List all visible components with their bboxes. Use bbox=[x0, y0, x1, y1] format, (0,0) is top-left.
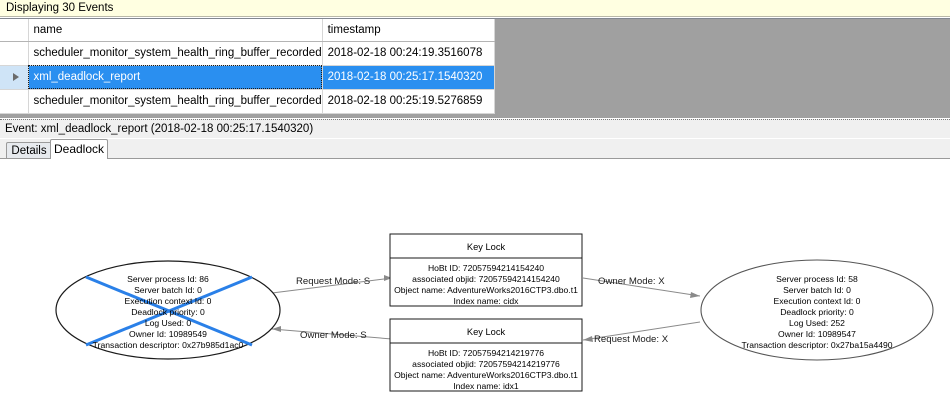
process-right-line-4: Log Used: 252 bbox=[789, 318, 845, 328]
key-lock-top-line-2: Object name: AdventureWorks2016CTP3.dbo.… bbox=[394, 285, 578, 295]
displaying-events-banner: Displaying 30 Events bbox=[0, 0, 950, 17]
victim-cross-line-b bbox=[85, 275, 253, 347]
cell-name[interactable]: scheduler_monitor_system_health_ring_buf… bbox=[28, 41, 323, 66]
edge-label-left-owner: Owner Mode: S bbox=[300, 330, 367, 341]
key-lock-bottom-title: Key Lock bbox=[467, 327, 506, 337]
events-grid[interactable]: name timestamp scheduler_monitor_system_… bbox=[0, 18, 950, 118]
resource-node-key-lock-top[interactable]: Key Lock HoBt ID: 72057594214154240 asso… bbox=[389, 233, 583, 307]
process-right-line-5: Owner Id: 10989547 bbox=[778, 329, 856, 339]
key-lock-top-line-1: associated objid: 72057594214154240 bbox=[412, 274, 560, 284]
process-right-line-3: Deadlock priority: 0 bbox=[780, 307, 854, 317]
edge-right-request bbox=[582, 321, 701, 342]
key-lock-top-body-box bbox=[389, 257, 583, 307]
edge-label-right-owner: Owner Mode: X bbox=[598, 276, 665, 287]
events-table[interactable]: name timestamp scheduler_monitor_system_… bbox=[0, 19, 495, 114]
column-header-selector bbox=[0, 19, 29, 42]
process-left-line-4: Log Used: 0 bbox=[145, 318, 192, 328]
row-selector-cell-current[interactable] bbox=[0, 65, 29, 90]
tab-deadlock[interactable]: Deadlock bbox=[50, 139, 108, 159]
row-selector-cell[interactable] bbox=[0, 89, 29, 114]
process-node-left[interactable]: Server process Id: 86 Server batch Id: 0… bbox=[55, 260, 281, 360]
process-left-line-3: Deadlock priority: 0 bbox=[131, 307, 205, 317]
edge-left-owner bbox=[271, 326, 393, 340]
process-ellipse-right[interactable] bbox=[700, 259, 934, 361]
key-lock-bottom-line-3: Index name: idx1 bbox=[453, 381, 519, 391]
edge-right-owner bbox=[582, 277, 701, 298]
cell-name[interactable]: scheduler_monitor_system_health_ring_buf… bbox=[28, 89, 323, 114]
table-row[interactable]: scheduler_monitor_system_health_ring_buf… bbox=[0, 89, 495, 114]
edge-left-request bbox=[271, 275, 393, 294]
key-lock-top-line-3: Index name: cidx bbox=[454, 296, 520, 306]
table-row-selected[interactable]: xml_deadlock_report 2018-02-18 00:25:17.… bbox=[0, 65, 495, 90]
key-lock-bottom-line-1: associated objid: 72057594214219776 bbox=[412, 359, 560, 369]
cell-name[interactable]: xml_deadlock_report bbox=[28, 65, 323, 90]
table-row[interactable]: scheduler_monitor_system_health_ring_buf… bbox=[0, 41, 495, 66]
key-lock-top-title: Key Lock bbox=[467, 242, 506, 252]
key-lock-top-line-0: HoBt ID: 72057594214154240 bbox=[428, 263, 544, 273]
process-right-line-0: Server process Id: 58 bbox=[776, 274, 858, 284]
resource-node-key-lock-bottom[interactable]: Key Lock HoBt ID: 72057594214219776 asso… bbox=[389, 318, 583, 392]
column-header-timestamp[interactable]: timestamp bbox=[322, 19, 495, 42]
key-lock-bottom-body-box bbox=[389, 342, 583, 392]
key-lock-bottom-line-2: Object name: AdventureWorks2016CTP3.dbo.… bbox=[394, 370, 578, 380]
cell-timestamp[interactable]: 2018-02-18 00:24:19.3516078 bbox=[322, 41, 495, 66]
key-lock-bottom-line-0: HoBt ID: 72057594214219776 bbox=[428, 348, 544, 358]
cell-timestamp[interactable]: 2018-02-18 00:25:19.5276859 bbox=[322, 89, 495, 114]
cell-timestamp[interactable]: 2018-02-18 00:25:17.1540320 bbox=[322, 65, 495, 90]
edge-label-right-request: Request Mode: X bbox=[594, 334, 669, 345]
tab-details[interactable]: Details bbox=[6, 142, 52, 159]
deadlock-graph-canvas[interactable]: Server process Id: 86 Server batch Id: 0… bbox=[0, 158, 950, 400]
process-left-line-2: Execution context Id: 0 bbox=[125, 296, 212, 306]
process-left-line-6: Transaction descriptor: 0x27b985d1ac0 bbox=[93, 340, 244, 350]
current-row-arrow-icon bbox=[13, 73, 20, 81]
event-caption: Event: xml_deadlock_report (2018-02-18 0… bbox=[0, 119, 950, 138]
key-lock-bottom-title-box bbox=[389, 318, 583, 344]
table-header-row: name timestamp bbox=[0, 19, 495, 42]
process-right-line-1: Server batch Id: 0 bbox=[783, 285, 851, 295]
key-lock-top-title-box bbox=[389, 233, 583, 259]
process-left-line-1: Server batch Id: 0 bbox=[134, 285, 202, 295]
column-header-name[interactable]: name bbox=[28, 19, 323, 42]
process-left-line-5: Owner Id: 10989549 bbox=[129, 329, 207, 339]
tab-bar: Details Deadlock bbox=[0, 139, 950, 159]
process-node-right[interactable]: Server process Id: 58 Server batch Id: 0… bbox=[700, 259, 934, 361]
row-selector-cell[interactable] bbox=[0, 41, 29, 66]
process-left-line-0: Server process Id: 86 bbox=[127, 274, 209, 284]
edge-label-left-request: Request Mode: S bbox=[296, 276, 370, 287]
process-right-line-2: Execution context Id: 0 bbox=[774, 296, 861, 306]
process-right-line-6: Transaction descriptor: 0x27ba15a4490 bbox=[741, 340, 892, 350]
